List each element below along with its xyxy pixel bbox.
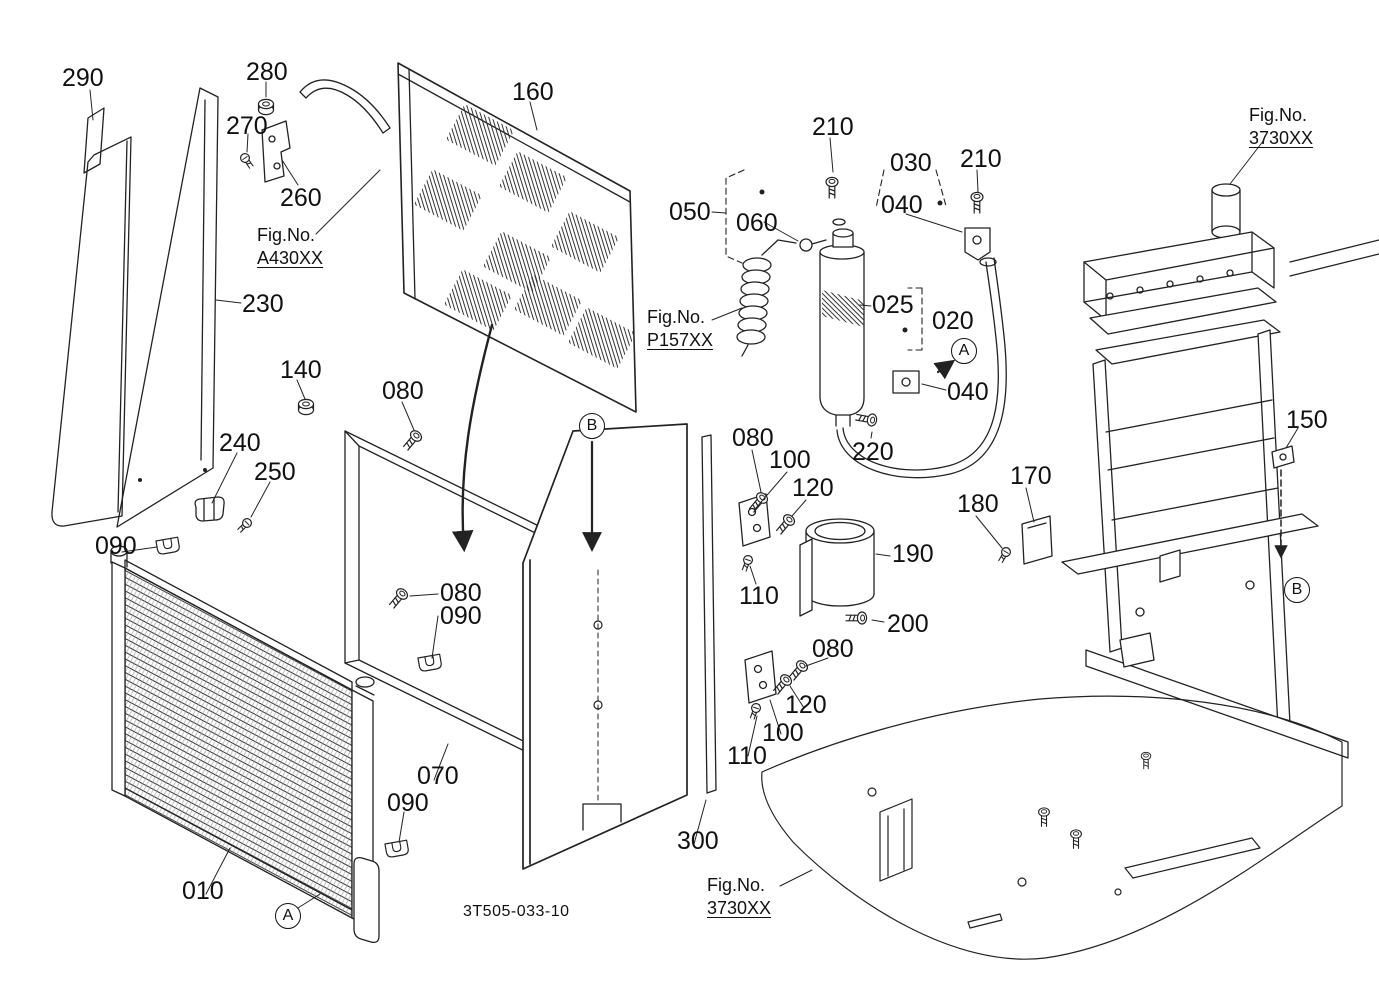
part-label-240-19: 240: [219, 429, 261, 457]
part-label-040-14: 040: [947, 378, 989, 406]
part-label-090-31: 090: [440, 602, 482, 630]
coiled-hose: [725, 169, 797, 357]
receiver-drier: [799, 176, 865, 427]
part-label-270-2: 270: [226, 112, 268, 140]
part-label-250-20: 250: [254, 458, 296, 486]
part-label-050-9: 050: [669, 198, 711, 226]
part-label-160-5: 160: [512, 78, 554, 106]
part-label-220-15: 220: [852, 438, 894, 466]
part-label-090-21: 090: [95, 532, 137, 560]
part-label-210-8: 210: [960, 145, 1002, 173]
part-label-120-24: 120: [792, 474, 834, 502]
part-label-200-27: 200: [887, 610, 929, 638]
callout-dot: [902, 327, 908, 333]
part-label-290-0: 290: [62, 64, 104, 92]
part-label-010-39: 010: [182, 877, 224, 905]
figure-ref-id: P157XX: [647, 329, 714, 350]
part-label-030-7: 030: [890, 149, 932, 177]
pipe-clamp: [799, 518, 875, 625]
condenser: [110, 545, 380, 944]
part-label-080-18: 080: [382, 377, 424, 405]
part-label-190-25: 190: [892, 540, 934, 568]
part-label-100-23: 100: [769, 446, 811, 474]
figure-ref-id: 3730XX: [1249, 127, 1314, 148]
view-marker-A-3: A: [275, 903, 301, 929]
side-panel-group: [51, 87, 219, 528]
drawing-number: 3T505-033-10: [463, 903, 570, 920]
part-label-110-26: 110: [739, 582, 779, 610]
part-label-300-38: 300: [677, 827, 719, 855]
figure-ref-prefix: Fig.No.: [707, 875, 766, 895]
part-label-070-36: 070: [417, 762, 459, 790]
bracket-assembly: [238, 79, 391, 183]
misc-small-parts: [155, 398, 1053, 859]
callout-dot: [937, 200, 943, 206]
rod-300: [701, 434, 717, 794]
part-label-150-16: 150: [1286, 406, 1328, 434]
leader-lines: [89, 81, 1299, 909]
floor-platform: [761, 695, 1343, 960]
part-label-120-33: 120: [785, 691, 827, 719]
part-label-080-32: 080: [812, 635, 854, 663]
figure-ref-prefix: Fig.No.: [1249, 105, 1308, 125]
part-label-180-29: 180: [957, 490, 999, 518]
part-label-080-22: 080: [732, 424, 774, 452]
view-marker-A-1: A: [951, 338, 977, 364]
part-label-280-1: 280: [246, 58, 288, 86]
part-label-060-10: 060: [736, 209, 778, 237]
part-label-020-13: 020: [932, 307, 974, 335]
figure-ref-prefix: Fig.No.: [257, 225, 316, 245]
hose-loop: [836, 191, 1007, 479]
part-label-100-34: 100: [762, 719, 804, 747]
lower-bolt-cluster: [744, 650, 811, 721]
dashed-callouts: [875, 169, 947, 351]
mesh-panel: [397, 62, 637, 413]
figure-ref-P157XX-1: Fig.No.P157XX: [647, 306, 713, 351]
figure-ref-3730XX-3: Fig.No.3730XX: [707, 874, 771, 919]
flow-arrow: [451, 323, 494, 553]
figure-ref-id: A430XX: [257, 247, 324, 268]
upper-bolt-cluster: [738, 489, 798, 573]
part-label-090-37: 090: [387, 789, 429, 817]
part-label-210-6: 210: [812, 113, 854, 141]
part-label-140-17: 140: [280, 356, 322, 384]
shroud-panel: [522, 423, 688, 870]
view-arrows: [582, 359, 956, 552]
part-label-230-4: 230: [242, 290, 284, 318]
right-frame: [1061, 183, 1379, 759]
view-marker-B-0: B: [579, 413, 605, 439]
part-label-110-35: 110: [727, 742, 767, 770]
part-label-025-12: 025: [872, 291, 914, 319]
part-label-040-11: 040: [881, 191, 923, 219]
figure-ref-id: 3730XX: [707, 897, 772, 918]
figure-ref-A430XX-0: Fig.No.A430XX: [257, 224, 323, 269]
figure-ref-3730XX-2: Fig.No.3730XX: [1249, 104, 1313, 149]
view-marker-B-2: B: [1284, 577, 1310, 603]
part-label-170-28: 170: [1010, 462, 1052, 490]
figure-ref-prefix: Fig.No.: [647, 307, 706, 327]
part-label-080-30: 080: [440, 579, 482, 607]
part-label-260-3: 260: [280, 184, 322, 212]
